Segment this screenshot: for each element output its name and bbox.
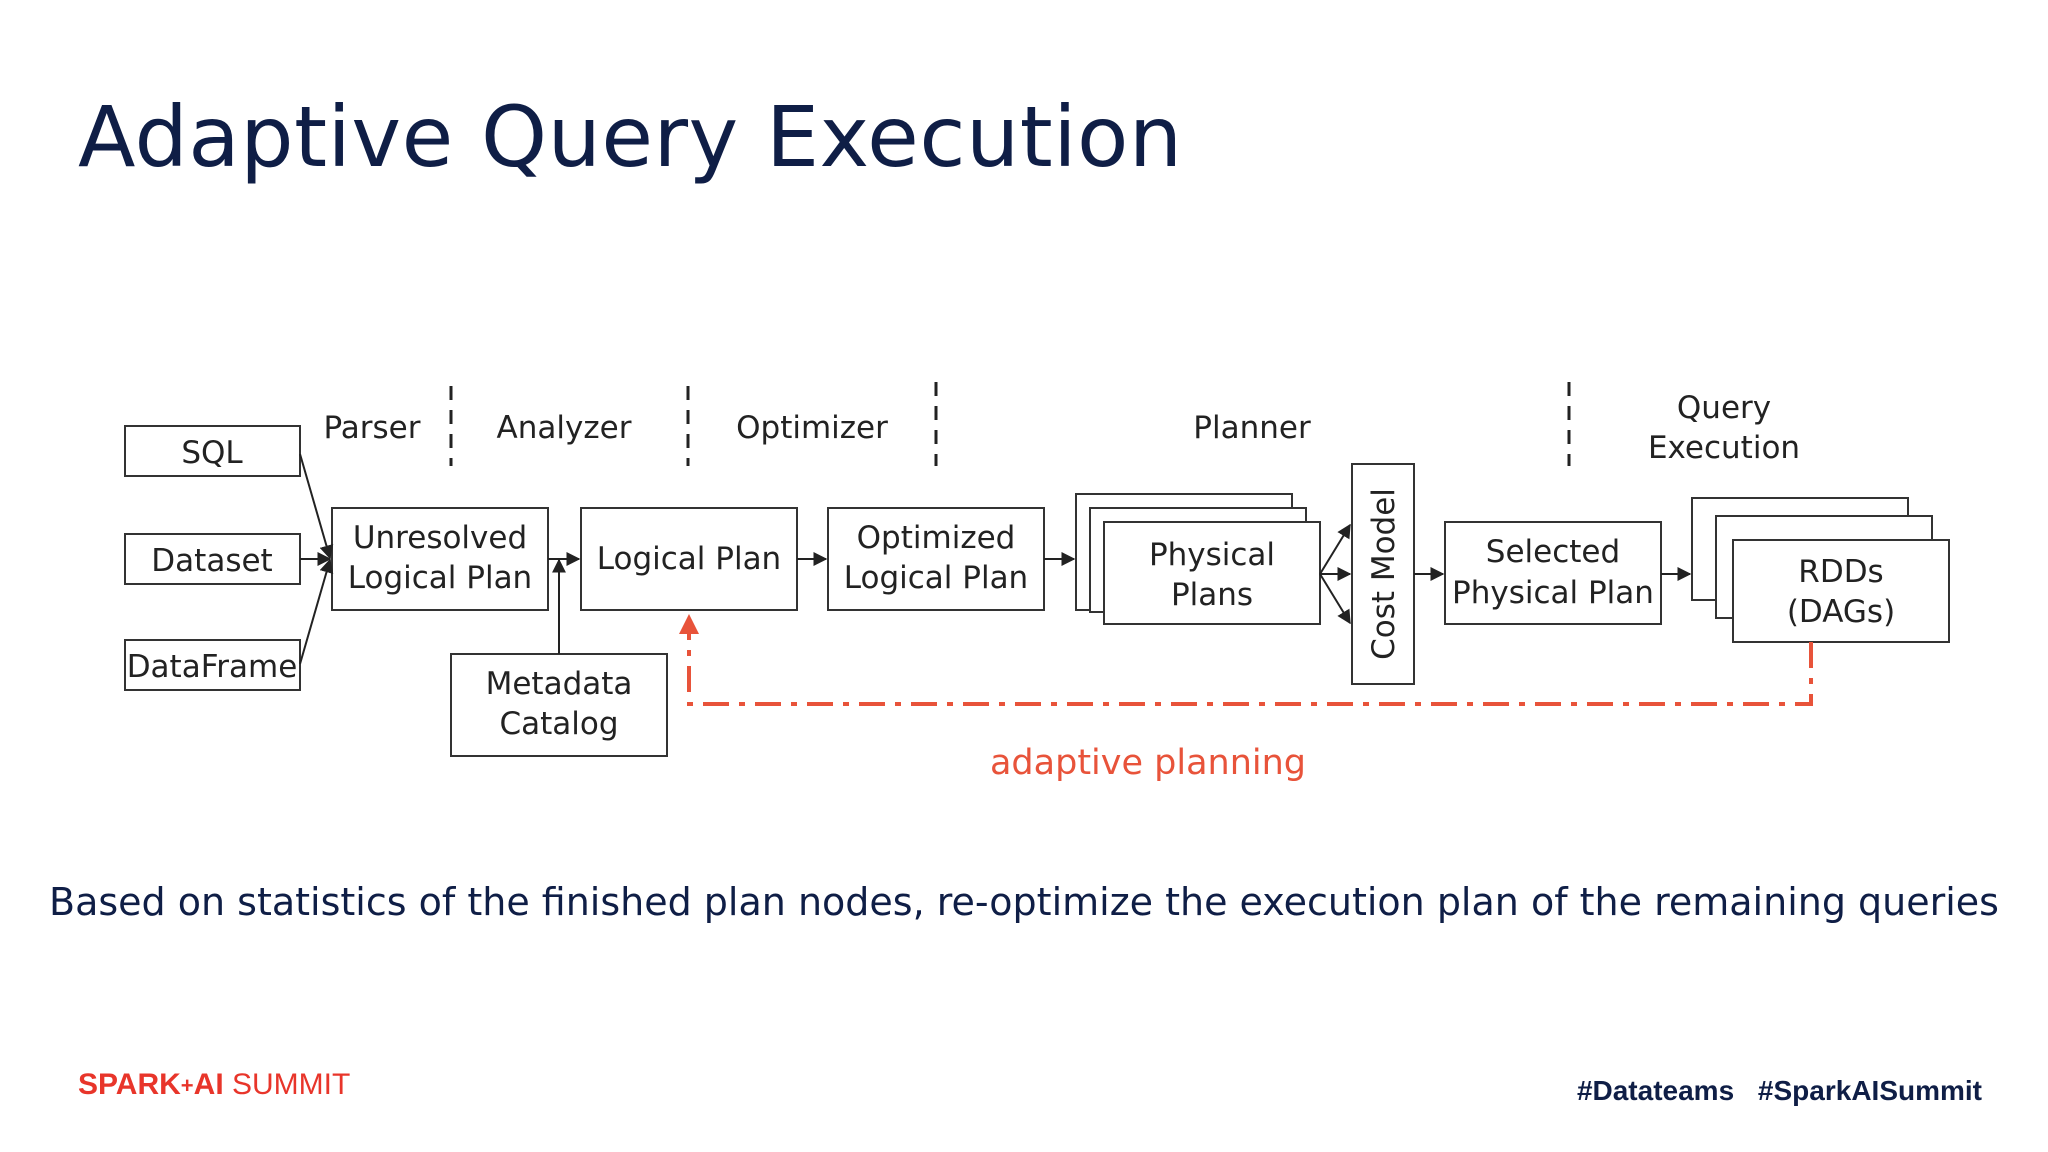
node-metadata-catalog (450, 653, 668, 757)
node-label-optimized-1: Optimized (857, 520, 1016, 556)
arrow-sql-to-unresolved (299, 453, 334, 560)
node-label-physical-1: Physical (1149, 537, 1275, 573)
spark-ai-summit-logo: SPARK+AI SUMMIT (78, 1068, 350, 1102)
node-label-metadata-1: Metadata (486, 666, 633, 702)
node-unresolved-logical-plan (331, 507, 549, 611)
adaptive-planning-label: adaptive planning (990, 743, 1306, 783)
brand-summit: SUMMIT (223, 1068, 351, 1101)
adaptive-planning-feedback-arrow (679, 614, 1813, 706)
input-label-dataframe: DataFrame (127, 649, 298, 685)
input-label-dataset: Dataset (151, 543, 272, 579)
node-rdds-dags (1732, 539, 1950, 643)
node-label-optimized-2: Logical Plan (844, 560, 1028, 596)
stage-label-analyzer: Analyzer (497, 410, 632, 446)
stage-label-planner: Planner (1193, 410, 1311, 446)
node-label-physical-2: Plans (1171, 577, 1253, 613)
input-label-sql: SQL (181, 435, 243, 471)
node-selected-physical-plan (1444, 521, 1662, 625)
node-label-rdds-1: RDDs (1798, 554, 1883, 590)
arrow-physical-to-cost-3 (1319, 573, 1351, 625)
hashtag-sparkaisummit: #SparkAISummit (1757, 1075, 1982, 1106)
input-box-dataframe (124, 639, 301, 691)
brand-plus: + (180, 1073, 194, 1099)
brand-spark: SPARK (78, 1068, 181, 1101)
slide-subtitle: Based on statistics of the finished plan… (49, 880, 1999, 924)
stage-label-optimizer: Optimizer (736, 410, 888, 446)
input-box-sql (124, 425, 301, 477)
node-label-logical-plan: Logical Plan (597, 541, 781, 577)
node-label-selected-2: Physical Plan (1452, 575, 1654, 611)
page-title: Adaptive Query Execution (78, 88, 1183, 186)
node-label-metadata-2: Catalog (499, 706, 618, 742)
node-logical-plan (580, 507, 798, 611)
node-label-unresolved-1: Unresolved (353, 520, 527, 556)
stage-label-parser: Parser (323, 410, 420, 446)
stage-label-query-execution-2: Execution (1648, 430, 1800, 466)
arrow-dataframe-to-unresolved (299, 558, 334, 665)
input-box-dataset (124, 533, 301, 585)
node-label-cost-model: Cost Model (1366, 488, 1402, 660)
node-optimized-logical-plan (827, 507, 1045, 611)
brand-ai: AI (193, 1068, 224, 1101)
footer-hashtags: #Datateams #SparkAISummit (1561, 1075, 1982, 1107)
arrow-physical-to-cost-1 (1319, 523, 1351, 575)
node-label-selected-1: Selected (1486, 534, 1620, 570)
node-cost-model (1351, 463, 1415, 685)
stage-label-query-execution-1: Query (1677, 390, 1771, 426)
node-label-rdds-2: (DAGs) (1787, 594, 1895, 630)
node-label-unresolved-2: Logical Plan (348, 560, 532, 596)
hashtag-datateams: #Datateams (1576, 1075, 1735, 1106)
